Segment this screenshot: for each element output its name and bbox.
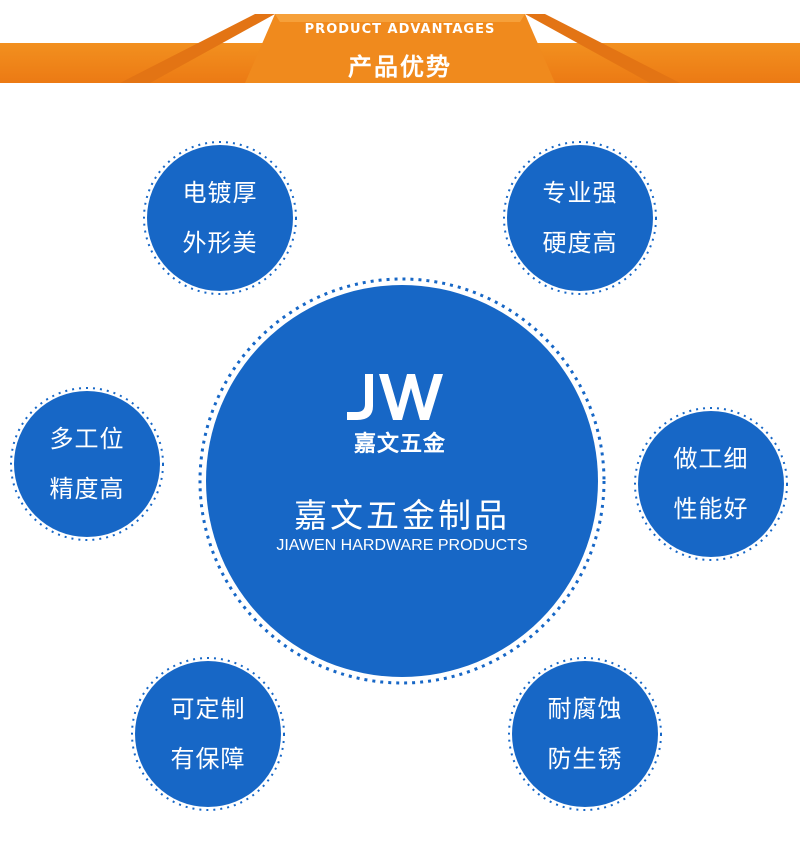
feature-workmanship: 做工细 性能好 (638, 411, 784, 557)
feature-hardness-line2: 硬度高 (542, 229, 618, 257)
feature-custom-line2: 有保障 (170, 745, 246, 773)
feature-anticorrosion-line2: 防生锈 (547, 745, 623, 773)
banner-subtitle: PRODUCT ADVANTAGES (304, 22, 496, 37)
feature-workmanship-line1: 做工细 (673, 445, 749, 473)
feature-plating-line1: 电镀厚 (182, 179, 258, 207)
feature-plating-line2: 外形美 (182, 229, 258, 257)
feature-anticorrosion: 耐腐蚀 防生锈 (512, 661, 658, 807)
feature-hardness-line1: 专业强 (542, 179, 618, 207)
feature-precision: 多工位 精度高 (14, 391, 160, 537)
logo-text: 嘉文五金 (353, 432, 446, 457)
jw-logo-icon (347, 374, 443, 420)
banner-title: 产品优势 (348, 53, 452, 81)
feature-custom-line1: 可定制 (170, 695, 246, 723)
feature-hardness: 专业强 硬度高 (507, 145, 653, 291)
feature-precision-line2: 精度高 (49, 475, 125, 503)
feature-precision-line1: 多工位 (49, 425, 125, 453)
banner-shape (120, 14, 680, 83)
feature-anticorrosion-line1: 耐腐蚀 (547, 695, 623, 723)
feature-workmanship-line2: 性能好 (673, 495, 749, 523)
feature-custom: 可定制 有保障 (135, 661, 281, 807)
center-circle (206, 285, 598, 677)
center-subtitle: JIAWEN HARDWARE PRODUCTS (276, 537, 528, 554)
feature-plating: 电镀厚 外形美 (147, 145, 293, 291)
center-title: 嘉文五金制品 (294, 496, 510, 535)
